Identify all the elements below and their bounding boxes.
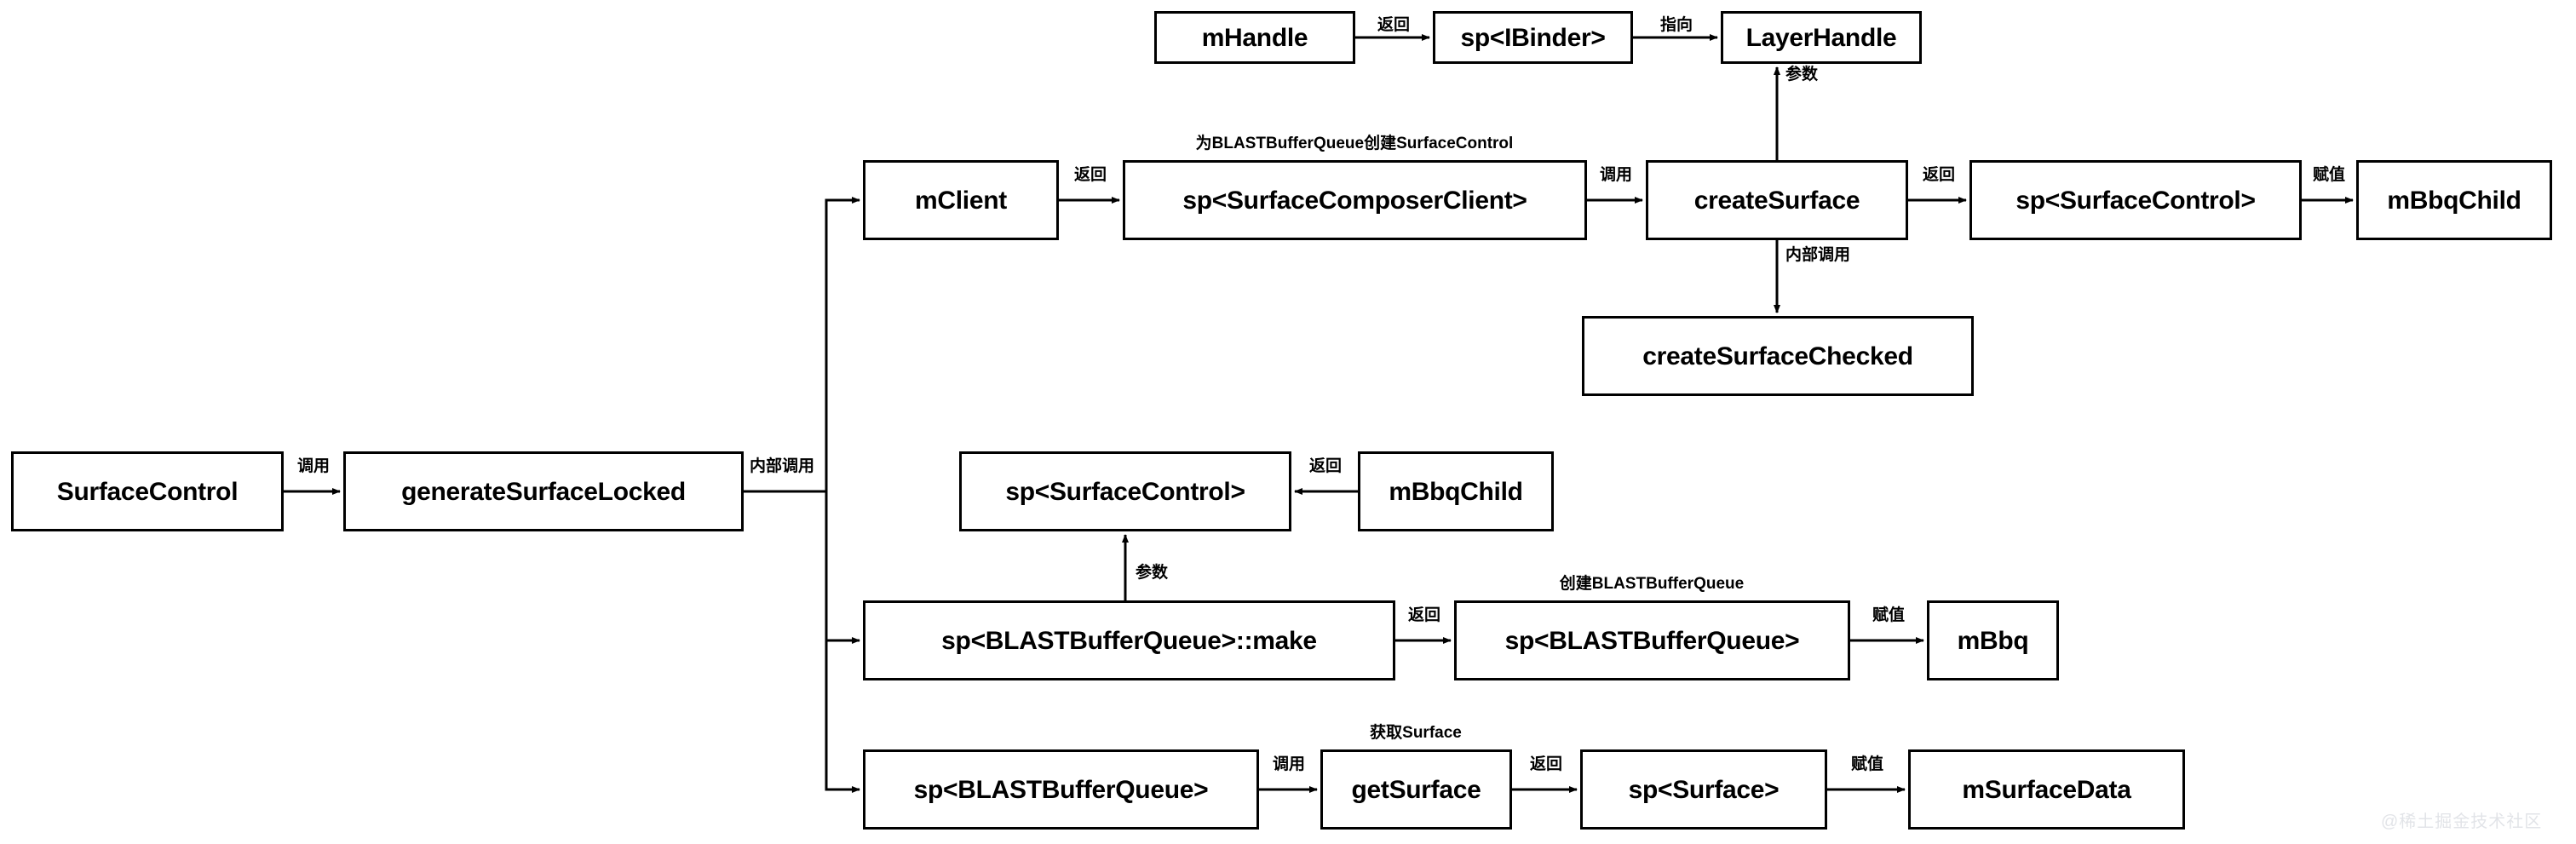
- node-layerhandle[interactable]: LayerHandle: [1721, 11, 1922, 64]
- edge-label-call-surfacecontrol-gsl: 调用: [296, 457, 331, 475]
- node-surfacecontrol[interactable]: SurfaceControl: [11, 451, 284, 531]
- edge-branch-to-spblastqueue2: [825, 640, 860, 793]
- edge-label-return-createsurface-sc: 返回: [1922, 166, 1956, 184]
- node-createsurface[interactable]: createSurface: [1646, 160, 1908, 240]
- edge-label-return-client-scc: 返回: [1073, 166, 1107, 184]
- node-sp-surface[interactable]: sp<Surface>: [1580, 749, 1827, 830]
- edge-label-return-getsurface-sp: 返回: [1529, 755, 1563, 773]
- edge-label-call-scc-createsurface: 调用: [1599, 166, 1633, 184]
- edge-label-get-surface: 获取Surface: [1370, 724, 1462, 742]
- edge-label-create-surfacecontrol-for-bbq: 为BLASTBufferQueue创建SurfaceControl: [1195, 135, 1514, 152]
- node-mbbqchild-top[interactable]: mBbqChild: [2356, 160, 2552, 240]
- edge-label-return-mbbqchild-sc: 返回: [1308, 457, 1343, 475]
- node-createsurfacechecked[interactable]: createSurfaceChecked: [1582, 316, 1974, 396]
- watermark: @稀土掘金技术社区: [2381, 812, 2543, 831]
- edge-branch-to-spblastmake: [825, 491, 860, 644]
- node-getsurface[interactable]: getSurface: [1320, 749, 1512, 830]
- edge-label-param-createsurface-layerhandle: 参数: [1785, 66, 1819, 83]
- edge-label-call-blast-getsurface: 调用: [1272, 755, 1306, 773]
- node-sp-blastbufferqueue-2[interactable]: sp<BLASTBufferQueue>: [863, 749, 1259, 830]
- node-sp-blastbufferqueue[interactable]: sp<BLASTBufferQueue>: [1454, 600, 1850, 680]
- edge-label-assign-sc-mbbqchild: 赋值: [2312, 166, 2346, 184]
- edge-label-assign-blast-mbbq: 赋值: [1872, 606, 1906, 624]
- edge-label-internalcall-gsl-branch: 内部调用: [750, 457, 815, 475]
- edge-label-return-handle-binder: 返回: [1377, 16, 1411, 34]
- edge-branch-to-mclient: [744, 197, 860, 493]
- edge-label-internalcall-createsurface-checked: 内部调用: [1785, 246, 1851, 264]
- node-mhandle[interactable]: mHandle: [1154, 11, 1355, 64]
- edge-label-create-blastbufferqueue: 创建BLASTBufferQueue: [1559, 575, 1745, 593]
- edge-label-assign-sp-msurfacedata: 赋值: [1850, 755, 1884, 773]
- node-sp-ibinder[interactable]: sp<IBinder>: [1433, 11, 1633, 64]
- node-generatesurfacelocked[interactable]: generateSurfaceLocked: [343, 451, 744, 531]
- node-mbbq[interactable]: mBbq: [1927, 600, 2059, 680]
- node-mclient[interactable]: mClient: [863, 160, 1059, 240]
- edge-label-param-make-sc: 参数: [1136, 564, 1169, 582]
- node-sp-blastbufferqueue-make[interactable]: sp<BLASTBufferQueue>::make: [863, 600, 1395, 680]
- edge-label-return-make-blast: 返回: [1407, 606, 1441, 624]
- node-msurfacedata[interactable]: mSurfaceData: [1908, 749, 2185, 830]
- edge-label-pointto-binder-layer: 指向: [1659, 16, 1693, 34]
- node-sp-surfacecontrol-mid[interactable]: sp<SurfaceControl>: [959, 451, 1291, 531]
- node-mbbqchild-mid[interactable]: mBbqChild: [1358, 451, 1554, 531]
- node-sp-surfacecontrol-top[interactable]: sp<SurfaceControl>: [1969, 160, 2302, 240]
- node-sp-surfacecomposerclient[interactable]: sp<SurfaceComposerClient>: [1123, 160, 1587, 240]
